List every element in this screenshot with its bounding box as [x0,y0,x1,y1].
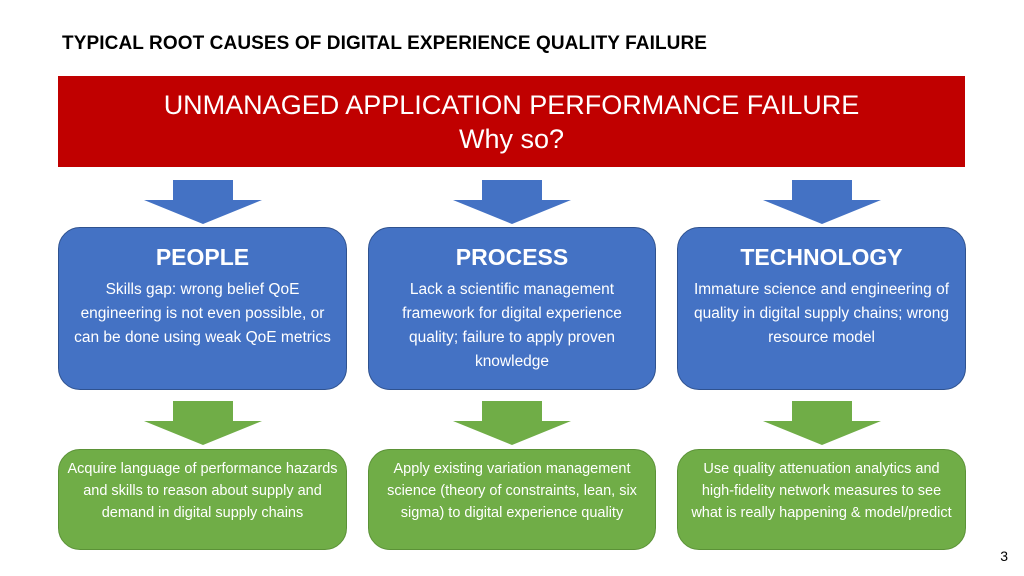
down-arrow-icon [763,401,881,445]
slide-title: TYPICAL ROOT CAUSES OF DIGITAL EXPERIENC… [62,33,708,54]
banner-line-1: UNMANAGED APPLICATION PERFORMANCE FAILUR… [163,89,860,120]
down-arrow-icon [453,401,571,445]
banner-line-2: Why so? [458,123,565,154]
process-remedy: Apply existing variation management scie… [387,461,637,521]
technology-box: TECHNOLOGY Immature science and engineer… [677,227,966,390]
technology-remedy-box: Use quality attenuation analytics and hi… [677,449,966,550]
page-number: 3 [1000,548,1008,564]
banner: UNMANAGED APPLICATION PERFORMANCE FAILUR… [58,76,965,167]
people-remedy: Acquire language of performance hazards … [67,461,338,521]
down-arrow-icon [763,180,881,224]
down-arrow-icon [144,180,262,224]
people-cause: Skills gap: wrong belief QoE engineering… [74,281,331,346]
down-arrow-icon [144,401,262,445]
people-remedy-box: Acquire language of performance hazards … [58,449,347,550]
process-box: PROCESS Lack a scientific management fra… [368,227,656,390]
technology-heading: TECHNOLOGY [740,244,903,270]
process-cause: Lack a scientific management framework f… [402,281,622,370]
people-box: PEOPLE Skills gap: wrong belief QoE engi… [58,227,347,390]
process-remedy-box: Apply existing variation management scie… [368,449,656,550]
technology-remedy: Use quality attenuation analytics and hi… [691,461,952,521]
technology-cause: Immature science and engineering of qual… [693,281,950,346]
process-heading: PROCESS [455,244,569,270]
people-heading: PEOPLE [155,244,250,270]
down-arrow-icon [453,180,571,224]
